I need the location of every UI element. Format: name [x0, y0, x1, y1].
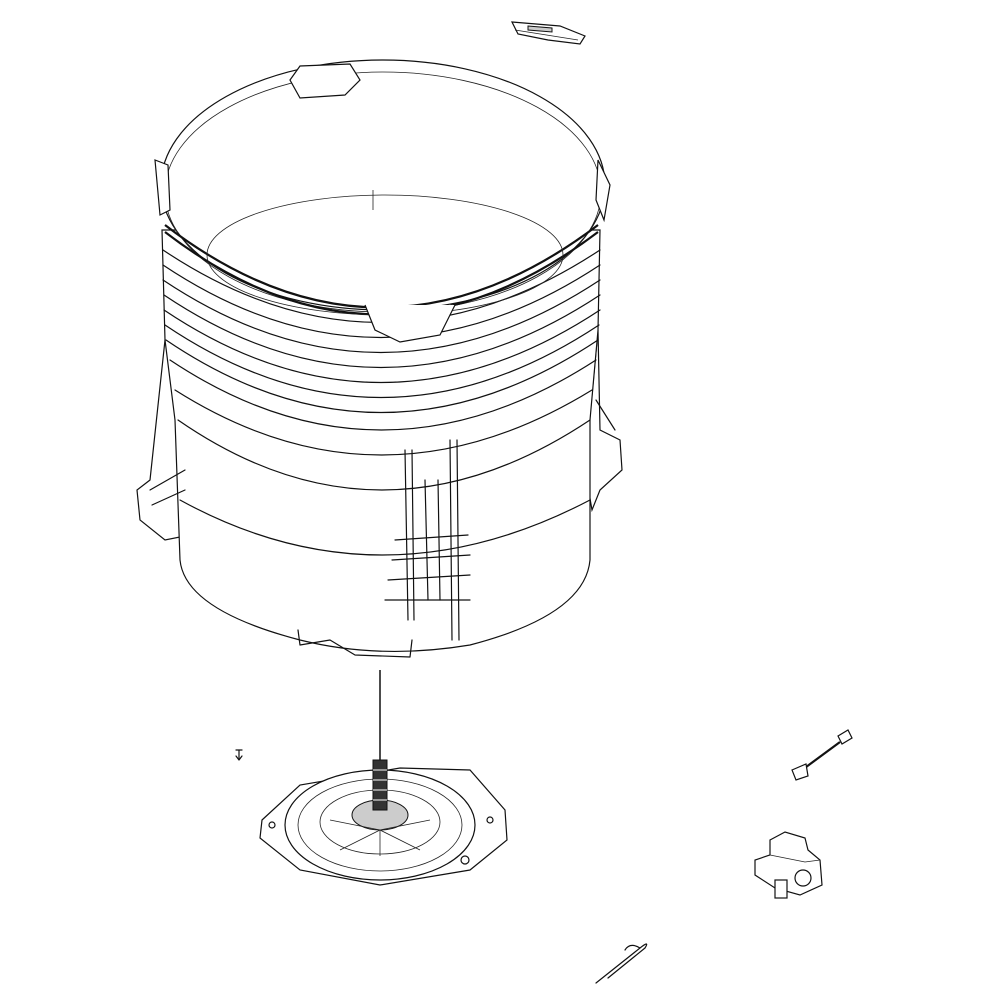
outer-tub: [136, 59, 623, 658]
top-clip-part: [510, 21, 586, 45]
pump-valve-part: [754, 831, 823, 899]
hair-pin-clip: [595, 943, 648, 984]
screw-part: [235, 749, 243, 761]
sensor-wire-part: [791, 729, 853, 781]
motor-mount-assembly: [259, 759, 508, 886]
